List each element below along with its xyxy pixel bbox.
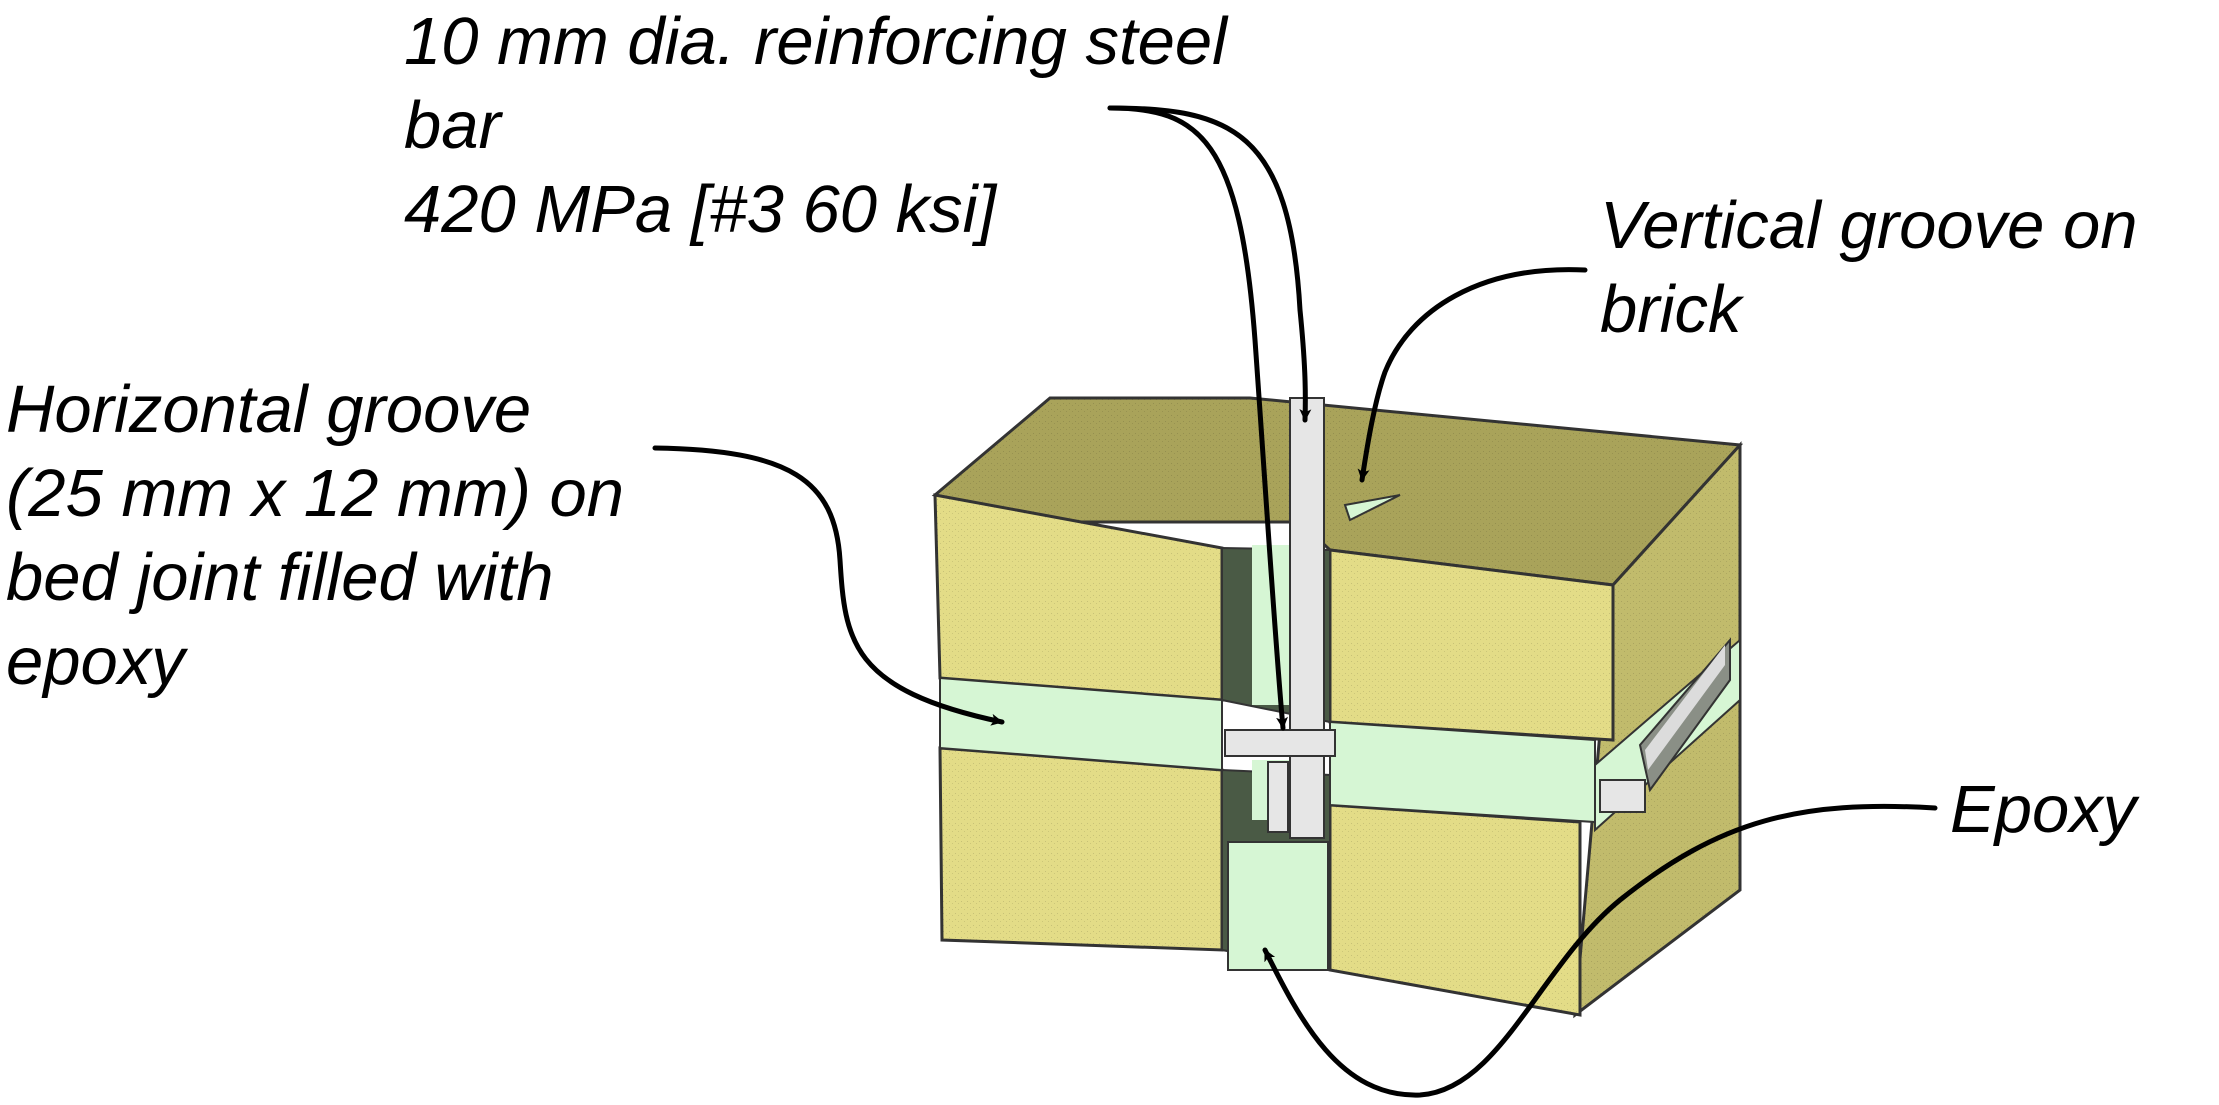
horizontal-groove-label-line-3: bed joint filled with [6, 540, 554, 615]
vertical-groove-label: Vertical groove on brick [1600, 184, 2138, 352]
leader-arrow-vertical-groove [1357, 267, 1588, 483]
steel-bar-horizontal [1224, 729, 1336, 757]
horizontal-groove-label-line-4: epoxy [6, 624, 185, 699]
top-vertical-groove [1343, 494, 1401, 522]
vertical-groove-label-line-1: Vertical groove on [1600, 188, 2138, 263]
steel-bar-label-line-1: 10 mm dia. reinforcing steel [404, 4, 1227, 79]
steel-bar-label-line-3: 420 MPa [#3 60 ksi] [404, 172, 997, 247]
vertical-groove-label-line-2: brick [1600, 272, 1742, 347]
steel-bar-label-line-2: bar [404, 88, 501, 163]
epoxy-lower-fill [1227, 841, 1329, 971]
horizontal-groove-label-line-1: Horizontal groove [6, 372, 532, 447]
epoxy-label-line-1: Epoxy [1950, 772, 2137, 847]
leader-arrow-bar-vertical [1107, 105, 1312, 423]
epoxy-label: Epoxy [1950, 768, 2136, 852]
steel-bar-lower [1267, 761, 1289, 833]
steel-bar-label: 10 mm dia. reinforcing steel bar 420 MPa… [404, 0, 1227, 252]
horizontal-groove-label: Horizontal groove (25 mm x 12 mm) on bed… [6, 368, 624, 704]
steel-bar-vertical [1289, 397, 1325, 839]
leader-arrow-bar-junction [1107, 105, 1288, 731]
leader-arrow-epoxy [1262, 803, 1938, 1098]
leader-arrow-horizontal-groove [652, 445, 1005, 726]
bed-joint-right [1329, 720, 1596, 824]
horizontal-groove-label-line-2: (25 mm x 12 mm) on [6, 456, 625, 531]
side-bar-end [1599, 779, 1646, 813]
